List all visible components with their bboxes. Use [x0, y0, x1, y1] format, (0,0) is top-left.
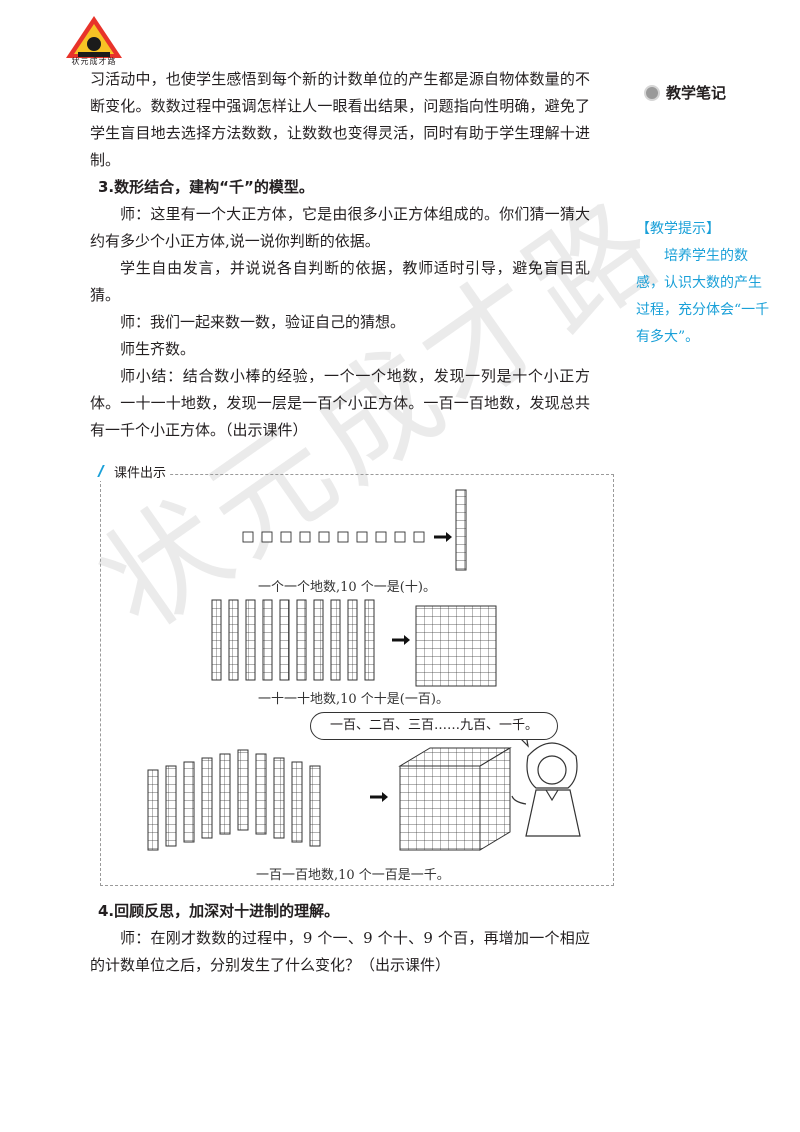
paragraph-5: 师生齐数。 [120, 340, 196, 358]
thousand-cube [398, 747, 512, 851]
caption-tens: 一十一十地数,10 个十是(一百)。 [258, 692, 449, 707]
main-text-continued: 4.回顾反思，加深对十进制的理解。 师：在刚才数数的过程中，9 个一、9 个十、… [90, 898, 590, 979]
paragraph-6: 师小结：结合数小棒的经验，一个一个地数，发现一列是十个小正方体。一十一十地数，发… [90, 367, 590, 439]
arrow-icon [434, 532, 452, 542]
arrow-icon [392, 635, 410, 645]
section-heading-4: 4.回顾反思，加深对十进制的理解。 [98, 902, 340, 920]
teaching-tip: 【教学提示】 培养学生的数感，认识大数的产生过程，充分体会“一千有多大”。 [636, 216, 772, 351]
main-text: 习活动中，也使学生感悟到每个新的计数单位的产生都是源自物体数量的不断变化。数数过… [90, 66, 590, 444]
arrow-icon [370, 792, 388, 802]
teaching-notes-title: 教学笔记 [644, 82, 726, 103]
ten-rods [211, 599, 375, 681]
tip-body: 培养学生的数感，认识大数的产生过程，充分体会“一千有多大”。 [636, 248, 770, 345]
hundred-flats [147, 749, 321, 851]
child-illustration [511, 742, 581, 837]
bullet-icon [644, 84, 660, 101]
ten-column [455, 489, 467, 571]
logo-text: 状元成才路 [71, 57, 117, 66]
paragraph-2: 师：这里有一个大正方体，它是由很多小正方体组成的。你们猜一猜大约有多少个小正方体… [90, 205, 590, 250]
single-cubes [242, 531, 425, 543]
paragraph-4: 师：我们一起来数一数，验证自己的猜想。 [120, 313, 406, 331]
caption-hundreds: 一百一百地数,10 个一百是一千。 [256, 868, 450, 883]
speech-bubble: 一百、二百、三百……九百、一千。 [310, 712, 558, 740]
paragraph-1: 习活动中，也使学生感悟到每个新的计数单位的产生都是源自物体数量的不断变化。数数过… [90, 70, 590, 169]
paragraph-7: 师：在刚才数数的过程中，9 个一、9 个十、9 个百，再增加一个相应的计数单位之… [90, 929, 590, 974]
tip-title: 【教学提示】 [636, 221, 720, 237]
courseware-label: 课件出示 [100, 462, 171, 481]
publisher-logo [66, 16, 122, 58]
hundred-flat [415, 605, 497, 687]
courseware-box [100, 474, 614, 886]
paragraph-3: 学生自由发言，并说说各自判断的依据，教师适时引导，避免盲目乱猜。 [90, 259, 590, 304]
caption-ones: 一个一个地数,10 个一是(十)。 [258, 580, 436, 595]
section-heading-3: 3.数形结合，建构“千”的模型。 [98, 178, 314, 196]
